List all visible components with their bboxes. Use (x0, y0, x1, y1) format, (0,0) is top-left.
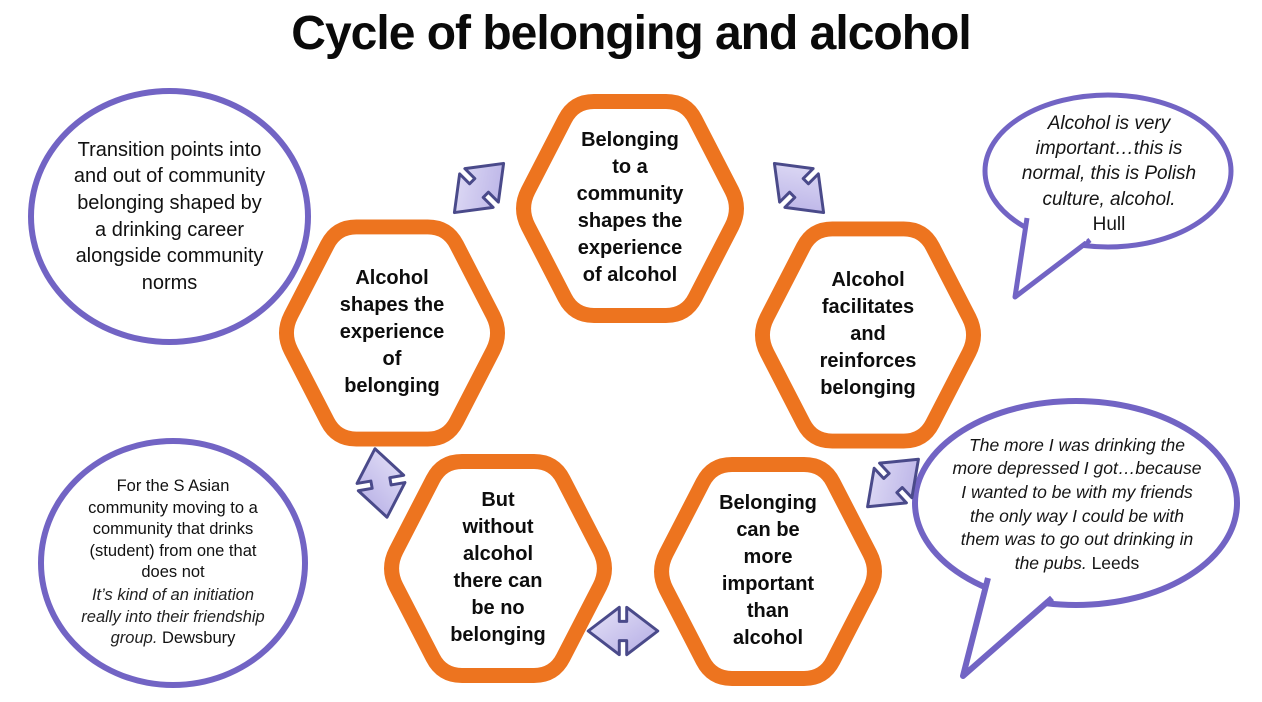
annotation-quote: It’s kind of an initiation really into t… (81, 586, 265, 648)
double-arrow-icon-left (346, 442, 416, 525)
hexagon-outline-icon (279, 219, 505, 447)
hexagon-outline-icon (516, 94, 744, 323)
page-title: Cycle of belonging and alcohol (291, 7, 971, 60)
hexagon-label: Alcohol shapes the experience of belongi… (339, 267, 445, 398)
quote-block: The more I was drinking the more depress… (928, 422, 1226, 587)
double-arrow-icon-top-left (432, 141, 525, 234)
quote-location: Hull (1092, 213, 1126, 235)
hexagon-label: Belonging to a community shapes the expe… (576, 129, 684, 287)
hexagon-label: Alcohol facilitates and reinforces belon… (819, 269, 917, 400)
double-arrow-icon-right (846, 437, 940, 530)
hexagon-outline-icon (755, 221, 981, 449)
hexagon-outline-icon (654, 457, 882, 686)
speech-bubble-leeds: The more I was drinking the more depress… (910, 398, 1250, 688)
annotation-text: For the S Asian community moving to a co… (88, 477, 258, 581)
speech-bubble-hull: Alcohol is very important…this is normal… (975, 90, 1245, 310)
hexagon-label: But without alcohol there can be no belo… (450, 489, 546, 647)
double-arrow-icon-bottom (586, 602, 660, 660)
hexagon-bottom-left: But without alcohol there can be no belo… (378, 452, 618, 685)
speech-bubble-outline-icon (982, 92, 1234, 300)
quote-text: The more I was drinking the more depress… (952, 434, 1202, 573)
annotation-circle-transition: Transition points into and out of commun… (28, 88, 311, 345)
double-arrow-icon-top-right (752, 141, 845, 234)
hexagon-right: Alcohol facilitates and reinforces belon… (748, 220, 988, 450)
hexagon-left: Alcohol shapes the experience of belongi… (272, 218, 512, 448)
hexagon-label: Belonging can be more important than alc… (719, 492, 817, 650)
quote-location: Dewsbury (162, 629, 236, 648)
hexagon-bottom-right: Belonging can be more important than alc… (648, 455, 888, 688)
quote-text: Alcohol is very important…this is normal… (1021, 113, 1197, 210)
quote-block: Alcohol is very important…this is normal… (989, 104, 1229, 244)
hexagon-outline-icon (384, 454, 612, 683)
hexagon-top: Belonging to a community shapes the expe… (510, 92, 750, 325)
quote-location: Leeds (1091, 552, 1140, 573)
annotation-circle-s-asian: For the S Asian community moving to a co… (38, 438, 308, 688)
annotation-text: Transition points into and out of commun… (73, 138, 266, 294)
speech-bubble-outline-icon (912, 398, 1240, 679)
